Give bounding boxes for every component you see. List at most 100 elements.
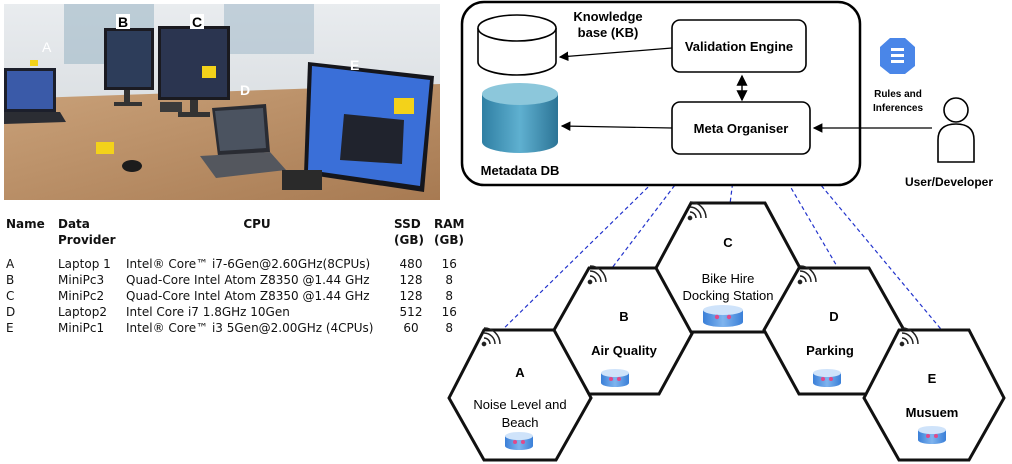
cell-ram: 8: [445, 321, 454, 335]
header-ssd-line2: (GB): [394, 233, 424, 247]
rules-label-line2: Inferences: [873, 103, 923, 114]
node-e-label: Musuem: [906, 405, 959, 420]
node-b-letter: B: [619, 309, 628, 324]
header-cpu: CPU: [243, 217, 271, 231]
metadata-db-cylinder: [482, 83, 558, 153]
node-a-label-line2: Beach: [502, 415, 539, 430]
metadata-db-label: Metadata DB: [481, 163, 560, 178]
database-icon: [813, 369, 841, 387]
meta-organiser-label: Meta Organiser: [694, 121, 789, 136]
node-b-label: Air Quality: [591, 343, 658, 358]
cell-cpu: Quad-Core Intel Atom Z8350 @1.44 GHz: [126, 289, 370, 303]
database-icon: [703, 305, 743, 327]
node-d-label: Parking: [806, 343, 854, 358]
database-icon: [601, 369, 629, 387]
cell-ram: 16: [441, 305, 457, 319]
cell-ssd: 128: [399, 273, 423, 287]
photo-label-d: D: [240, 82, 250, 98]
header-ram: RAM (GB): [434, 216, 470, 256]
cell-cpu: Intel Core i7 1.8GHz 10Gen: [126, 305, 290, 319]
kb-label-line2: base (KB): [578, 25, 639, 40]
cell-name: A: [6, 257, 15, 271]
cell-provider: MiniPc3: [58, 273, 105, 287]
photo-label-c: C: [192, 14, 202, 30]
ve-to-kb-arrow: [558, 47, 673, 62]
photo-label-b: B: [118, 14, 128, 30]
header-ssd: SSD (GB): [394, 216, 434, 256]
wifi-icon: [481, 327, 501, 347]
hexagon-a: [447, 328, 593, 462]
node-db-icons: [505, 305, 946, 450]
node-a-letter: A: [515, 365, 525, 380]
monitor-e: [304, 62, 434, 192]
link-e: [789, 147, 946, 335]
cell-cpu: Quad-Core Intel Atom Z8350 @1.44 GHz: [126, 273, 370, 287]
cell-ram: 16: [441, 257, 457, 271]
cell-ram: 8: [445, 289, 454, 303]
node-e-letter: E: [928, 371, 937, 386]
mouse: [122, 160, 142, 172]
cell-provider: MiniPc1: [58, 321, 105, 335]
header-name: Name: [6, 217, 45, 231]
photo-label-a: A: [42, 39, 52, 55]
header-provider-line2: Provider: [58, 233, 116, 247]
minipc: [282, 170, 322, 190]
table-row: D Laptop2 Intel Core i7 1.8GHz 10Gen 512…: [6, 304, 470, 320]
cell-cpu: Intel® Core™ i3 5Gen@2.00GHz (4CPUs): [126, 321, 374, 335]
header-ram-line1: RAM: [434, 217, 465, 231]
database-icon: [918, 426, 946, 444]
photo-label-e: E: [350, 57, 359, 73]
node-a-label-line1: Noise Level and: [473, 397, 566, 412]
cell-ssd: 480: [399, 257, 423, 271]
cloud-rules-icon: [880, 38, 915, 74]
photo-label-bg: [116, 14, 130, 29]
rules-label-line1: Rules and: [874, 89, 922, 100]
user-label: User/Developer: [905, 175, 993, 189]
user-icon: [937, 97, 975, 163]
cell-name: E: [6, 321, 14, 335]
laptop-d: [200, 104, 286, 178]
cell-cpu: Intel® Core™ i7-6Gen@2.60GHz(8CPUs): [126, 257, 371, 271]
minipc: [160, 102, 182, 112]
monitor-b: [104, 28, 154, 106]
table-row: A Laptop 1 Intel® Core™ i7-6Gen@2.60GHz(…: [6, 256, 470, 272]
laptop-a: [4, 60, 66, 124]
table-row: C MiniPc2 Quad-Core Intel Atom Z8350 @1.…: [6, 288, 470, 304]
cell-ssd: 60: [403, 321, 419, 335]
wifi-icon: [899, 327, 919, 347]
table-row: E MiniPc1 Intel® Core™ i3 5Gen@2.00GHz (…: [6, 320, 470, 336]
cell-name: B: [6, 273, 15, 287]
node-d-letter: D: [829, 309, 838, 324]
cell-name: C: [6, 289, 15, 303]
knowledge-base-cylinder: [477, 14, 557, 76]
cell-name: D: [6, 305, 16, 319]
cell-provider: Laptop 1: [58, 257, 111, 271]
node-c-letter: C: [723, 235, 733, 250]
table-row: B MiniPc3 Quad-Core Intel Atom Z8350 @1.…: [6, 272, 470, 288]
sticky-note: [96, 142, 114, 154]
hexagon-e: [862, 328, 1006, 462]
mo-to-db-arrow: [560, 121, 673, 131]
wifi-icon: [587, 265, 607, 285]
database-icon: [505, 432, 533, 450]
validation-engine-label: Validation Engine: [685, 39, 793, 54]
node-c-label-line1: Bike Hire: [702, 271, 755, 286]
validation-engine-box: [671, 19, 807, 73]
cell-provider: MiniPc2: [58, 289, 105, 303]
wifi-icon: [797, 265, 817, 285]
cell-ssd: 128: [399, 289, 423, 303]
cell-ram: 8: [445, 273, 454, 287]
monitor-c: [158, 26, 230, 117]
header-ssd-line1: SSD: [394, 217, 421, 231]
kb-label-line1: Knowledge: [573, 9, 642, 24]
cell-ssd: 512: [399, 305, 423, 319]
cell-provider: Laptop2: [58, 305, 107, 319]
header-ram-line2: (GB): [434, 233, 464, 247]
photo-label-bg: [190, 14, 204, 29]
header-provider-line1: Data: [58, 217, 90, 231]
node-c-label-line2: Docking Station: [682, 288, 773, 303]
